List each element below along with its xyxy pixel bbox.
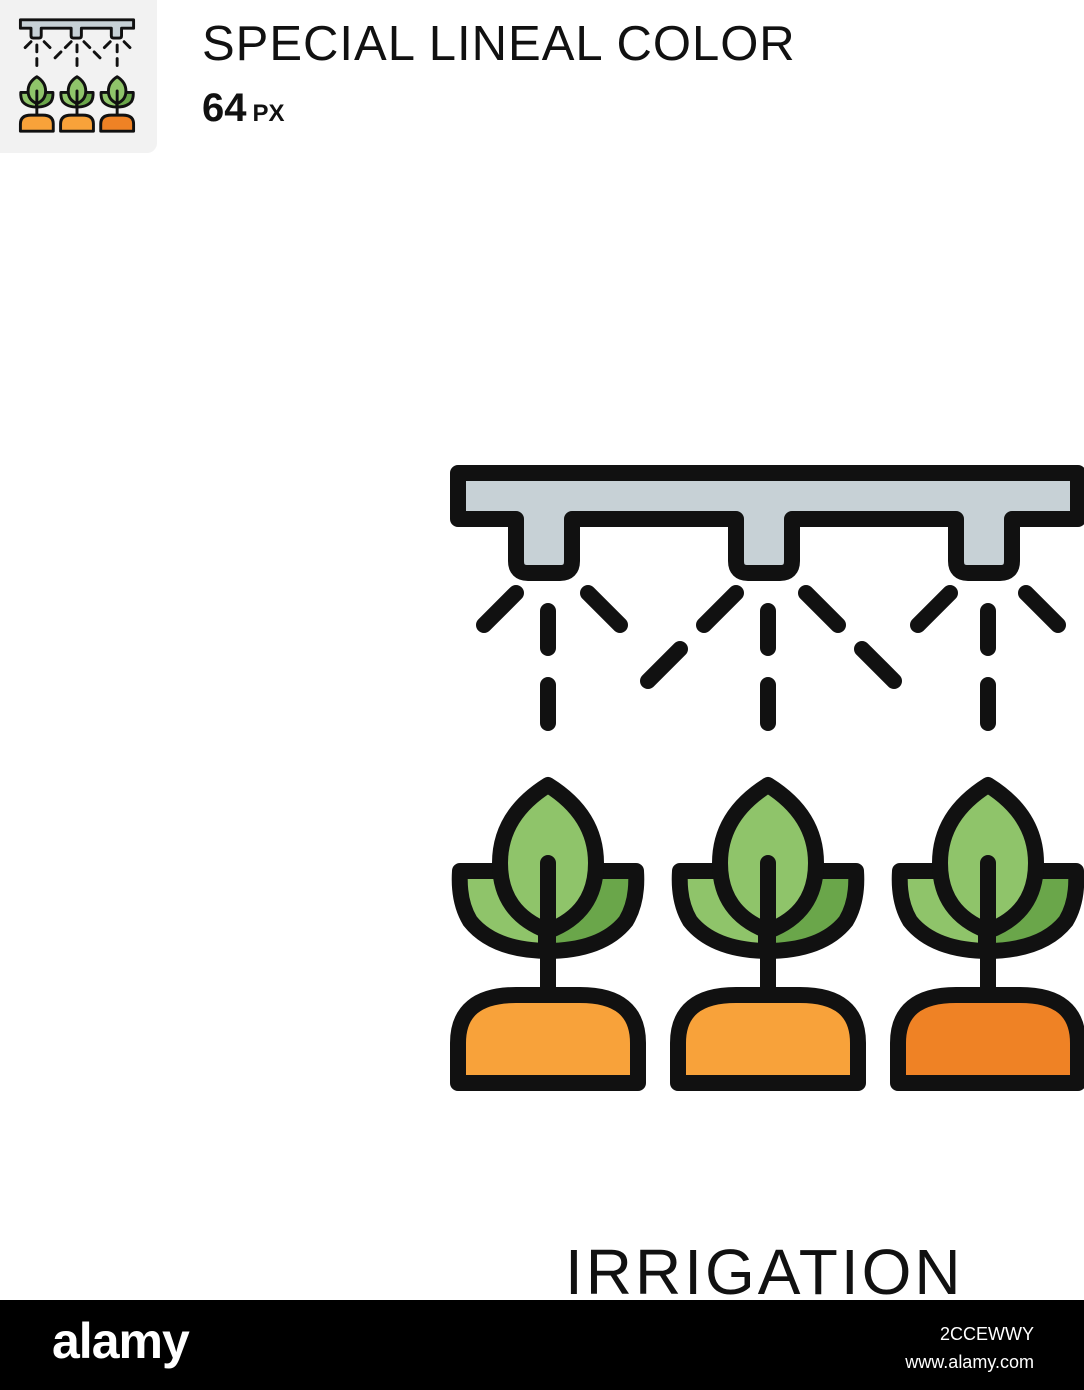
size-value: 64: [202, 86, 247, 130]
source-url: www.alamy.com: [905, 1352, 1034, 1372]
size-unit: PX: [252, 100, 285, 127]
icon-caption: IRRIGATION: [565, 1240, 964, 1300]
image-meta: 2CCEWWY www.alamy.com: [905, 1320, 1034, 1376]
footer-bar: alamy 2CCEWWY www.alamy.com: [0, 1300, 1084, 1390]
irrigation-icon: [448, 458, 1084, 1098]
irrigation-icon-small: [18, 18, 136, 133]
image-id: 2CCEWWY: [940, 1324, 1034, 1344]
icon-thumbnail: [0, 0, 157, 153]
style-title: SPECIAL LINEAL COLOR: [202, 17, 796, 71]
brand-logo: alamy: [52, 1313, 190, 1369]
